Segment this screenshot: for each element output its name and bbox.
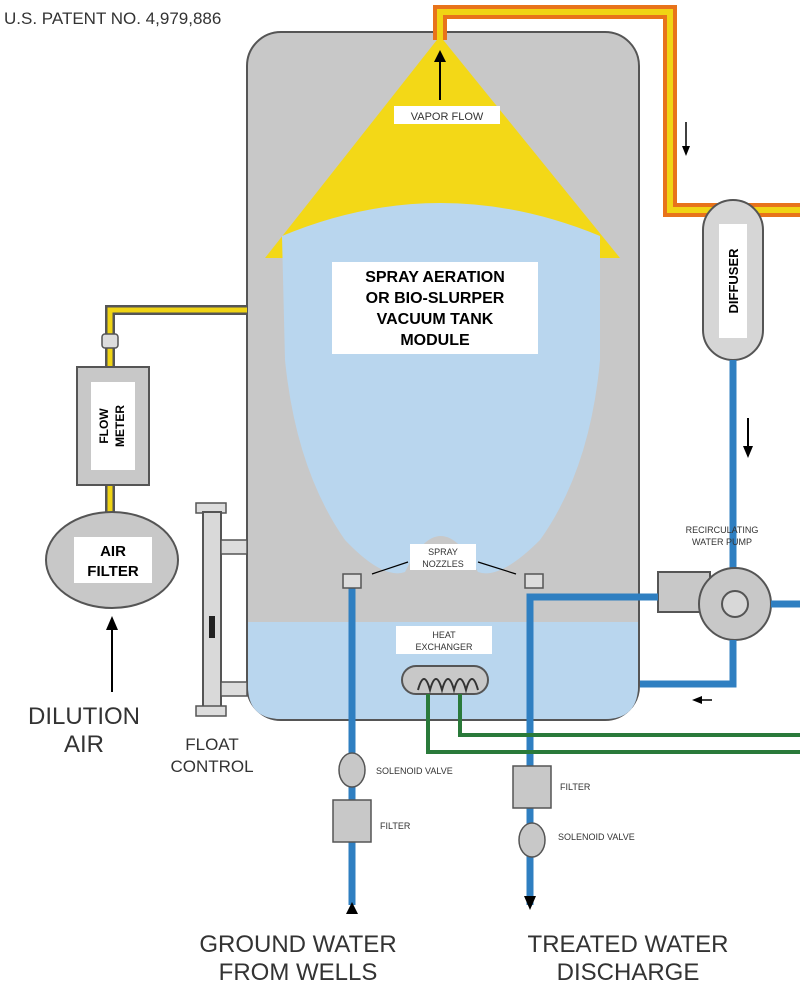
tank-title-line-2: OR BIO-SLURPER bbox=[366, 290, 505, 307]
vapor-flow-label-box bbox=[394, 106, 500, 124]
heat-exchanger-label-box bbox=[396, 626, 492, 654]
tank-title-line-3: VACUUM TANK bbox=[377, 311, 494, 328]
filter-left bbox=[332, 799, 372, 843]
float-control-float bbox=[209, 616, 215, 638]
tank-title-line-4: MODULE bbox=[400, 332, 470, 349]
solenoid-valve-right-label: SOLENOID VALVE bbox=[558, 832, 635, 842]
recirculation-return-pipe bbox=[640, 640, 737, 688]
float-control-upper-arm bbox=[220, 539, 248, 555]
ground-water-label-2: FROM WELLS bbox=[219, 959, 378, 986]
heat-exchanger-label-1: HEAT bbox=[432, 630, 456, 640]
air-filter-label-1: AIR bbox=[100, 543, 126, 560]
solenoid-valve-left-label: SOLENOID VALVE bbox=[376, 766, 453, 776]
vapor-flow-arrowhead bbox=[434, 50, 446, 62]
float-control-bottom-cap bbox=[195, 705, 227, 717]
nozzle-pointer-left bbox=[371, 561, 409, 575]
air-filter-label-2: FILTER bbox=[87, 563, 139, 580]
vapor-pipe-arrowhead bbox=[682, 146, 690, 156]
pump-impeller bbox=[721, 590, 749, 618]
recirculating-pump-label-2: WATER PUMP bbox=[692, 537, 752, 547]
coolant-line-outer bbox=[426, 694, 800, 754]
spray-nozzles-label-box bbox=[410, 544, 476, 570]
float-control-label-2: CONTROL bbox=[170, 757, 253, 776]
heat-exchanger-label-2: EXCHANGER bbox=[415, 642, 473, 652]
heat-exchanger-coil bbox=[417, 678, 479, 694]
float-control-label-1: FLOAT bbox=[185, 735, 239, 754]
tank-title-box bbox=[332, 262, 538, 354]
treated-water-label-2: DISCHARGE bbox=[557, 959, 700, 986]
float-control-lower-arm bbox=[220, 681, 248, 697]
treated-water-outflow-arrowhead bbox=[524, 896, 536, 910]
air-filter-label-box bbox=[74, 537, 152, 583]
patent-number: U.S. PATENT NO. 4,979,886 bbox=[4, 9, 221, 28]
diffuser-label-box bbox=[719, 224, 747, 338]
dilution-air-arrowhead bbox=[106, 616, 118, 630]
spray-nozzles-label-2: NOZZLES bbox=[422, 559, 464, 569]
return-flow-arrowhead bbox=[692, 696, 702, 704]
solenoid-valve-left bbox=[338, 752, 366, 788]
filter-left-label: FILTER bbox=[380, 821, 411, 831]
filter-right bbox=[512, 765, 552, 809]
flow-meter-label-2: METER bbox=[113, 405, 127, 447]
tank-title-line-1: SPRAY AERATION bbox=[365, 269, 505, 286]
ground-water-label-1: GROUND WATER bbox=[199, 931, 396, 958]
spray-nozzle-left bbox=[342, 573, 362, 589]
vapor-flow-label: VAPOR FLOW bbox=[411, 111, 484, 123]
spray-nozzles-label-1: SPRAY bbox=[428, 547, 458, 557]
ground-water-inflow-arrowhead bbox=[346, 902, 358, 914]
spray-nozzle-right bbox=[524, 573, 544, 589]
vapor-cone bbox=[265, 36, 620, 258]
dilution-air-label-1: DILUTION bbox=[28, 703, 140, 730]
solenoid-valve-right bbox=[518, 822, 546, 858]
diffuser-flow-arrowhead bbox=[743, 446, 753, 458]
diffuser-label: DIFFUSER bbox=[726, 248, 741, 314]
flow-meter-label-1: FLOW bbox=[97, 408, 111, 444]
coolant-line-inner bbox=[458, 694, 800, 737]
filter-right-label: FILTER bbox=[560, 782, 591, 792]
flow-meter-label-box bbox=[91, 382, 135, 470]
dilution-air-label-2: AIR bbox=[64, 731, 104, 758]
float-control-tube bbox=[202, 511, 222, 709]
air-pipe-valve bbox=[101, 333, 119, 349]
treated-water-label-1: TREATED WATER bbox=[528, 931, 729, 958]
recirculating-pump-label-1: RECIRCULATING bbox=[686, 525, 759, 535]
nozzle-pointer-right bbox=[477, 561, 517, 575]
